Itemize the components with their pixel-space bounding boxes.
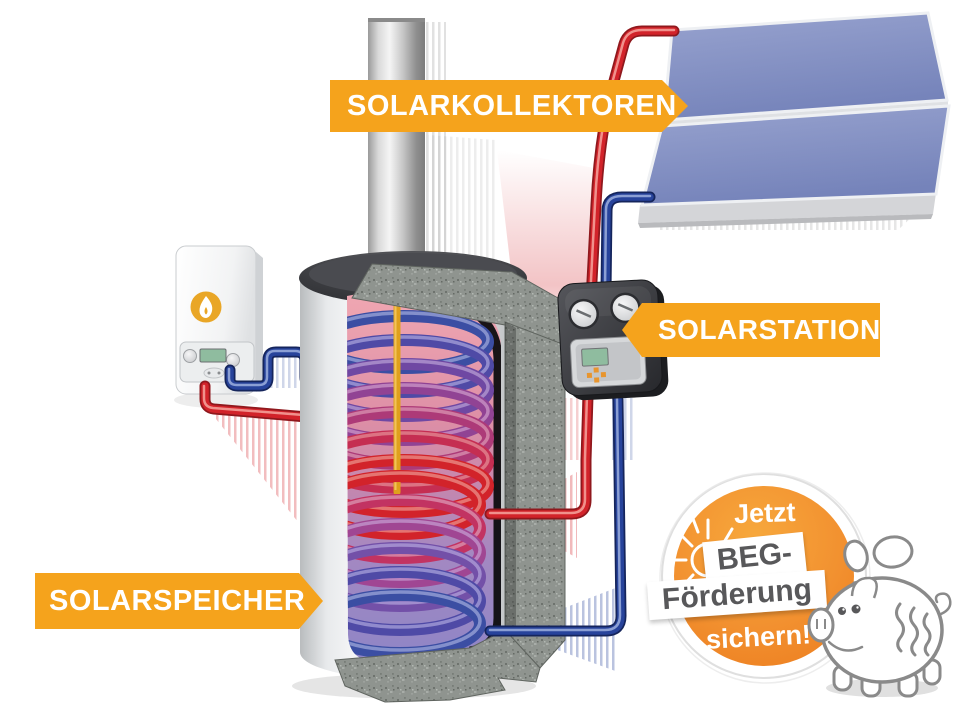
label-solarstation: SOLARSTATION bbox=[622, 303, 880, 357]
station-controller bbox=[569, 335, 647, 388]
gas-boiler bbox=[174, 245, 263, 408]
pig-snout bbox=[807, 607, 835, 643]
solar-collector-panels bbox=[638, 11, 951, 228]
boiler-knob-left bbox=[183, 349, 197, 363]
boiler-knob-right bbox=[226, 353, 240, 367]
chimney-pipe bbox=[368, 18, 425, 270]
coin-icon bbox=[843, 535, 914, 573]
pig-tail bbox=[934, 592, 952, 616]
tank-insulation-cut bbox=[334, 263, 566, 703]
badge-line-jetzt: Jetzt bbox=[733, 496, 797, 530]
flame-icon bbox=[190, 291, 222, 323]
pig-smile bbox=[827, 640, 864, 652]
pig-body bbox=[820, 576, 944, 684]
promo-badge: Jetzt BEG- Förderung sichern! bbox=[646, 458, 952, 703]
solar-storage-tank bbox=[292, 251, 566, 703]
piggy-bank-icon bbox=[807, 535, 952, 698]
label-solarstation-text: SOLARSTATION bbox=[658, 314, 881, 345]
station-display bbox=[581, 347, 609, 367]
boiler-display bbox=[199, 348, 227, 363]
tank-upper-coil bbox=[347, 310, 494, 518]
label-solarspeicher-text: SOLARSPEICHER bbox=[49, 585, 306, 617]
pig-steam-lines bbox=[895, 602, 932, 657]
pipe-red-boiler bbox=[199, 380, 336, 425]
label-solarspeicher: SOLARSPEICHER bbox=[35, 573, 323, 629]
boiler-control-panel bbox=[179, 341, 255, 383]
gauge-icon bbox=[568, 292, 641, 330]
pipe-red-solar bbox=[484, 25, 680, 520]
solar-station-unit bbox=[557, 279, 669, 401]
label-solarkollektoren-text: SOLARKOLLEKTOREN bbox=[347, 90, 677, 122]
tank-lower-coil bbox=[347, 470, 486, 659]
badge-line-sichern: sichern! bbox=[705, 619, 812, 655]
label-solarkollektoren: SOLARKOLLEKTOREN bbox=[330, 80, 688, 132]
pig-ear bbox=[850, 576, 878, 599]
